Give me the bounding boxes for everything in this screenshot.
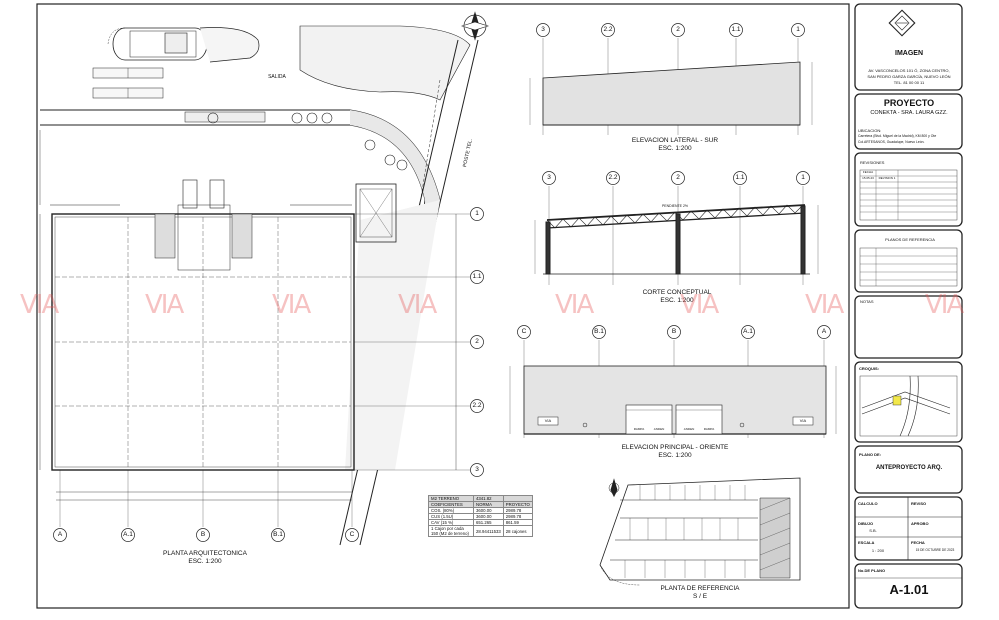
review-label: REVISO [911, 501, 927, 506]
axis-label: 2.2 [472, 402, 482, 409]
conceptual-section [534, 186, 819, 285]
approved-label: APROBO [911, 521, 929, 526]
axis-label: 2 [676, 26, 680, 33]
axis-label: C [349, 531, 355, 538]
axis-label: 1.1 [472, 273, 482, 280]
sheet-number: A-1.01 [889, 582, 929, 597]
firm-logo-icon [888, 9, 916, 37]
axis-label: A.1 [123, 531, 133, 538]
ref-north-arrow-icon [608, 478, 620, 498]
firm-address-line: SAN PEDRO GARZA GARCÍA, NUEVO LEÓN [867, 74, 951, 79]
sheet-number-label: No.DE PLANO [858, 568, 886, 573]
rev-cell: FECHA [862, 170, 874, 174]
table-header: PROYECTO [502, 501, 533, 508]
axis-label: A.1 [743, 328, 753, 335]
axis-label: 2.2 [603, 26, 613, 33]
reference-plan-scale: S / E [692, 593, 708, 600]
sign-label: VIA [544, 418, 552, 423]
section-scale: ESC. 1:200 [660, 297, 694, 304]
lateral-elevation [529, 38, 813, 135]
revisions-heading: REVISIONES [860, 160, 885, 165]
firm-address-line: TEL. 81 00 00 11 [893, 80, 925, 85]
north-arrow-icon [460, 11, 490, 41]
lateral-elevation-title: ELEVACION LATERAL - SUR [631, 137, 719, 144]
axis-label: 1 [801, 174, 805, 181]
plan-scale: ESC. 1:200 [188, 558, 222, 565]
scale-label: ESCALA [858, 540, 875, 545]
reference-plan-title: PLANTA DE REFERENCIA [660, 585, 740, 592]
axis-label: B.1 [273, 531, 283, 538]
rev-cell: 15.05.23 [862, 176, 874, 180]
axis-label: 1.1 [735, 174, 745, 181]
location-line: UBICACION: [858, 128, 882, 133]
door-label: RAMPA [703, 427, 715, 431]
exit-label: SALIDA [268, 74, 286, 80]
notes-heading: NOTAS [860, 299, 874, 304]
scale-value: 1 : 200 [871, 548, 885, 553]
door-label: ANDEN [683, 427, 695, 431]
project-name: CONEKTA - SRA. LAURA GZZ. [870, 110, 948, 116]
front-elevation-scale: ESC. 1:200 [658, 452, 692, 459]
rev-cell: REVISION 1 [878, 176, 896, 180]
date-value: 15 DE OCTUBRE DE 2023 [915, 548, 955, 552]
axis-label: 1 [475, 210, 479, 217]
sign-label: VIA [799, 418, 807, 423]
front-elevation-title: ELEVACION PRINCIPAL - ORIENTE [621, 444, 729, 451]
door-label: RAMPA [633, 427, 645, 431]
ref-plans-heading: PLANOS DE REFERENCIA [885, 237, 935, 242]
axis-label: A [57, 531, 63, 538]
front-elevation [509, 340, 837, 438]
calc-label: CALCULO [858, 501, 878, 506]
drawn-value: S.B. [869, 528, 877, 533]
sketch-heading: CROQUIS: [859, 366, 879, 371]
floor-plan [39, 25, 479, 546]
project-heading: PROYECTO [883, 98, 935, 108]
axis-label: 3 [475, 466, 479, 473]
plan-title: PLANTA ARQUITECTONICA [163, 550, 247, 557]
axis-label: 1 [796, 26, 800, 33]
axis-label: B [671, 328, 677, 335]
table-row: 1 Cajon por cada 150 (M2 de terreno)28.9… [428, 525, 533, 537]
firm-name: IMAGEN [895, 50, 923, 57]
reference-plan [599, 477, 801, 586]
location-line: Col.ARTESANOS, Guadalupe, Nuevo León. [858, 140, 925, 144]
axis-label: 3 [547, 174, 551, 181]
axis-label: 2 [676, 174, 680, 181]
axis-bubbles [53, 23, 831, 542]
axis-label: 3 [541, 26, 545, 33]
drawn-label: DIBUJO [858, 521, 874, 526]
axis-label: 2 [475, 338, 479, 345]
axis-label: A [821, 328, 827, 335]
slope-label: PENDIENTE 2% [661, 204, 689, 208]
axis-label: 2.2 [608, 174, 618, 181]
axis-label: B.1 [594, 328, 604, 335]
axis-label: B [200, 531, 206, 538]
plan-of-heading: PLANO DE: [859, 452, 881, 457]
date-label: FECHA [911, 540, 925, 545]
plan-type-title: ANTEPROYECTO ARQ. [875, 465, 943, 471]
title-block-frames [854, 3, 963, 609]
lateral-elevation-scale: ESC. 1:200 [658, 145, 692, 152]
axis-label: C [521, 328, 527, 335]
section-title: CORTE CONCEPTUAL [642, 289, 712, 296]
axis-label: 1.1 [731, 26, 741, 33]
door-label: ANDEN [653, 427, 665, 431]
location-line: Carretera (Blvd. Miguel de la Madrid), K… [858, 134, 937, 138]
firm-address-line: AV. VASCONCELOS 101 Ó, ZONA CENTRO, [868, 68, 950, 73]
